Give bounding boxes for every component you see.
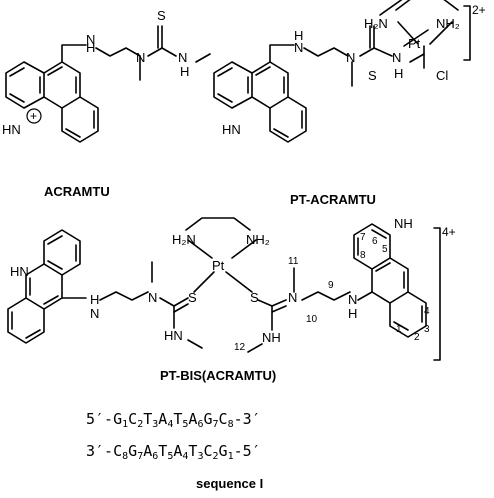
seq2-base: T [158, 442, 167, 460]
seq1-base-index: 1 [122, 419, 128, 430]
seq1-base: C [219, 410, 228, 428]
seq1-base-index: 2 [137, 419, 143, 430]
position-10: 10 [306, 314, 318, 325]
seq2-base-index: 2 [213, 451, 219, 462]
pt-acramtu-nh2: NH₂ [436, 16, 460, 31]
pt-bis-right-nh: NH [262, 330, 281, 345]
pt-acramtu-n-amide: N [346, 50, 355, 65]
pt-bis-left-h: H [90, 292, 99, 307]
seq1-base: A [158, 410, 167, 428]
seq1-base: G [203, 410, 212, 428]
seq1-base-index: 8 [228, 419, 234, 430]
position-12: 12 [234, 342, 246, 353]
pt-bis-right-s: S [250, 290, 259, 305]
acramtu-nh-h: H [86, 40, 95, 55]
seq2-base-index: 8 [122, 451, 128, 462]
pt-bis-left-s: S [188, 290, 197, 305]
acramtu-s: S [157, 8, 166, 23]
seq2-base-index: 3 [197, 451, 203, 462]
positive-charge-icon [26, 108, 42, 124]
seq1-base-index: 7 [213, 419, 219, 430]
pt-bis-right-n: N [348, 292, 357, 307]
seq2-base: T [188, 442, 197, 460]
seq2-suffix: -5′ [234, 442, 261, 460]
pt-acramtu-h2n: H₂N [364, 16, 388, 31]
pt-acramtu-pt: Pt [408, 36, 421, 51]
position-5: 5 [382, 244, 388, 255]
pt-acramtu-nh-n: N [294, 40, 303, 55]
acramtu-nh-h2: H [180, 64, 189, 79]
pt-acramtu-s: S [368, 68, 377, 83]
acramtu-charge: + [30, 109, 37, 123]
pt-acramtu-structure [213, 0, 459, 143]
seq1-base-index: 3 [152, 419, 158, 430]
seq2-base: G [219, 442, 228, 460]
seq1-base: A [188, 410, 197, 428]
position-7: 7 [360, 232, 366, 243]
acramtu-hn: HN [2, 122, 21, 137]
seq2-base: G [128, 442, 137, 460]
pt-bis-h2n: H₂N [172, 232, 196, 247]
pt-acramtu-cl: Cl [436, 68, 448, 83]
pt-acramtu-label: PT-ACRAMTU [290, 192, 376, 207]
pt-bis-right-h: H [348, 306, 357, 321]
sequence-line-1: 5′-G1C2T3A4T5A6G7C8-3′ [86, 410, 261, 430]
position-6: 6 [372, 236, 378, 247]
position-2: 2 [414, 332, 420, 343]
seq2-base: C [113, 442, 122, 460]
pt-acramtu-charge: 2+ [472, 3, 486, 17]
pt-bis-charge: 4+ [442, 225, 456, 239]
pt-bis-left-acridine-hn: HN [10, 264, 29, 279]
position-8: 8 [360, 250, 366, 261]
pt-bis-nh2: NH₂ [246, 232, 270, 247]
pt-bis-bracket [433, 227, 441, 361]
pt-bis-right-n-amide: N [288, 290, 297, 305]
pt-acramtu-nh-h: H [294, 28, 303, 43]
sequence-label: sequence I [196, 476, 263, 491]
pt-bis-label: PT-BIS(ACRAMTU) [160, 368, 276, 383]
pt-acramtu-bracket [463, 5, 471, 61]
seq2-base: A [143, 442, 152, 460]
seq2-base: C [203, 442, 212, 460]
pt-bis-structure [7, 217, 427, 353]
pt-acramtu-nh-h2: H [394, 66, 403, 81]
position-3: 3 [424, 324, 430, 335]
seq1-base: G [113, 410, 122, 428]
pt-bis-left-nh: N [90, 306, 99, 321]
position-4: 4 [424, 306, 430, 317]
seq1-base-index: 5 [182, 419, 188, 430]
pt-bis-left-n-amide: N [148, 290, 157, 305]
seq2-base-index: 4 [182, 451, 188, 462]
acramtu-nh: N [178, 50, 187, 65]
pt-acramtu-nh: N [392, 50, 401, 65]
acramtu-nh-n: N [86, 32, 95, 47]
position-1: 1 [396, 324, 402, 335]
seq2-base-index: 1 [228, 451, 234, 462]
pt-bis-pt: Pt [212, 258, 225, 273]
seq1-prefix: 5′- [86, 410, 113, 428]
pt-acramtu-hn: HN [222, 122, 241, 137]
sequence-line-2: 3′-C8G7A6T5A4T3C2G1-5′ [86, 442, 261, 462]
acramtu-n-amide: N [136, 50, 145, 65]
acramtu-structure [5, 25, 211, 143]
pt-bis-left-hn: HN [164, 328, 183, 343]
seq2-prefix: 3′- [86, 442, 113, 460]
seq1-base: T [173, 410, 182, 428]
seq2-base-index: 7 [137, 451, 143, 462]
seq2-base-index: 6 [152, 451, 158, 462]
seq2-base: A [173, 442, 182, 460]
seq1-base: T [143, 410, 152, 428]
position-9: 9 [328, 280, 334, 291]
seq1-base-index: 4 [167, 419, 173, 430]
acramtu-label: ACRAMTU [44, 184, 110, 199]
seq1-base-index: 6 [197, 419, 203, 430]
seq1-suffix: -3′ [234, 410, 261, 428]
position-11: 11 [288, 256, 299, 267]
seq2-base-index: 5 [167, 451, 173, 462]
seq1-base: C [128, 410, 137, 428]
pt-bis-right-acridine-nh: NH [394, 216, 413, 231]
